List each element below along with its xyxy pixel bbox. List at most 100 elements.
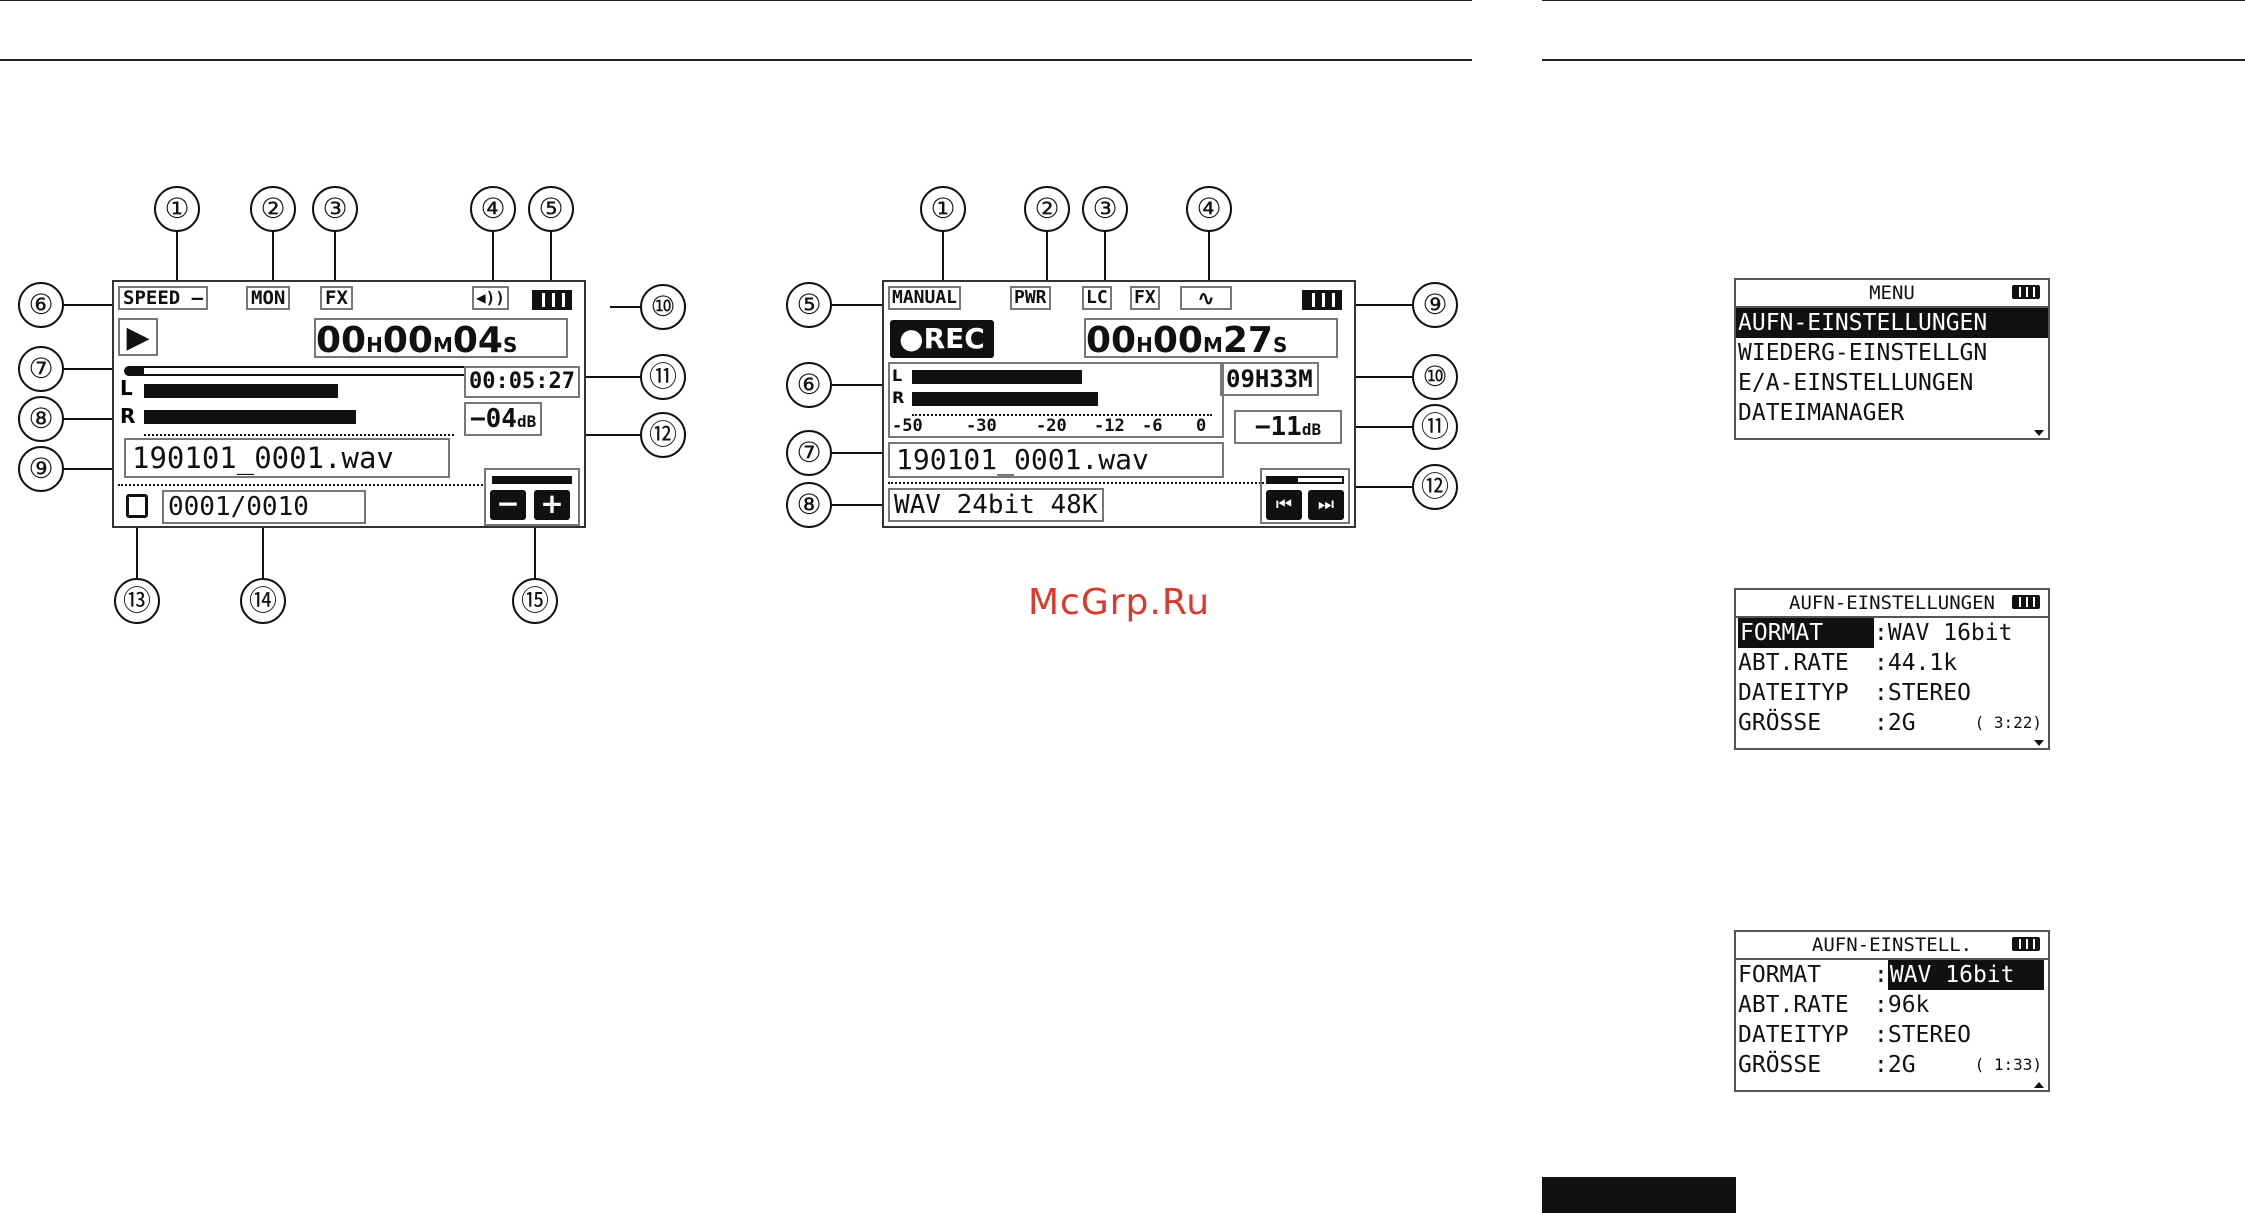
rec-settings-edit-screen: AUFN-EINSTELL. FORMAT:WAV 16bit ABT.RATE… (1734, 930, 2050, 1092)
leader-line (1356, 376, 1412, 378)
leader-line (832, 504, 894, 506)
setting-value-selected: WAV 16bit (1887, 960, 2044, 990)
setting-value: :44.1k (1874, 650, 1958, 676)
time-hours: 00 (1086, 320, 1137, 361)
callout-7: ⑦ (786, 430, 832, 476)
menu-item-wiederg-einstellgn[interactable]: WIEDERG-EINSTELLGN (1738, 340, 1988, 366)
leader-line (492, 232, 494, 282)
setting-label: FORMAT (1738, 618, 1874, 648)
leader-line (534, 526, 536, 578)
callout-1: ① (920, 186, 966, 232)
position-fill (1268, 478, 1298, 482)
callout-3: ③ (312, 186, 358, 232)
callout-3: ③ (1082, 186, 1128, 232)
unit-s: S (502, 333, 518, 357)
speed-indicator: SPEED — (118, 286, 209, 310)
peak-level-number: −04 (470, 404, 517, 434)
setting-value: :STEREO (1874, 1022, 1971, 1048)
setting-row-sample-rate[interactable]: ABT.RATE:96k (1736, 990, 2048, 1020)
setting-label: GRÖSSE (1738, 1052, 1822, 1078)
leader-line (1046, 232, 1048, 282)
battery-icon (532, 290, 572, 310)
setting-row-size[interactable]: GRÖSSE :2G ( 3:22) (1736, 708, 2048, 738)
channel-label-r: R (120, 404, 136, 428)
channel-label-r: R (892, 388, 905, 407)
battery-icon (2012, 937, 2040, 951)
leader-line (586, 434, 640, 436)
channel-label-l: L (892, 366, 903, 385)
callout-7: ⑦ (18, 346, 64, 392)
setting-label: DATEITYP (1738, 1022, 1849, 1048)
setting-row-format[interactable]: FORMAT:WAV 16bit (1736, 960, 2048, 990)
callout-10: ⑩ (640, 284, 686, 330)
header-rule-left (0, 59, 1472, 61)
file-name: 190101_0001.wav (124, 438, 450, 478)
callout-12: ⑫ (1412, 464, 1458, 510)
callout-14: ⑭ (240, 578, 286, 624)
callout-2: ② (1024, 186, 1070, 232)
speaker-icon: ◀)) (472, 286, 509, 310)
elapsed-time: 00H00M27S (1084, 318, 1338, 361)
transport-block: ⏮ ⏭ (1260, 468, 1350, 524)
scale-label: 0 (1196, 416, 1207, 436)
total-time: 00:05:27 (464, 366, 580, 398)
rec-indicator: ●REC (890, 320, 994, 358)
menu-item-dateimanager[interactable]: DATEIMANAGER (1738, 400, 1905, 426)
setting-label: FORMAT (1738, 962, 1822, 988)
position-bar (1266, 476, 1344, 484)
setting-value: :2G (1874, 710, 1916, 736)
callout-6: ⑥ (18, 282, 64, 328)
scale-label: -12 (1094, 416, 1125, 436)
setting-value: :STEREO (1874, 680, 1971, 706)
leader-line (1356, 486, 1412, 488)
menu-title-text: AUFN-EINSTELLUNGEN (1789, 592, 1995, 614)
setting-row-size[interactable]: GRÖSSE:2G( 1:33) (1736, 1050, 2048, 1080)
header-rule-right (1542, 59, 2245, 61)
volume-bar (492, 476, 572, 484)
top-rule-left (0, 0, 1472, 1)
leader-line (1356, 426, 1412, 428)
menu-screen: MENU AUFN-EINSTELLUNGEN WIEDERG-EINSTELL… (1734, 278, 2050, 440)
setting-label: ABT.RATE (1738, 650, 1849, 676)
leader-line (64, 368, 120, 370)
peak-level-value: −04dB (464, 402, 543, 436)
volume-control: − + (484, 468, 580, 526)
callout-13: ⑬ (114, 578, 160, 624)
callout-11: ⑪ (640, 354, 686, 400)
callout-8: ⑧ (786, 482, 832, 528)
recording-lcd: MANUAL PWR LC FX ∿ ●REC 00H00M27S L R -5… (882, 280, 1356, 528)
level-meter-l (912, 370, 1082, 384)
manual-indicator: MANUAL (888, 286, 962, 310)
fx-indicator: FX (1130, 286, 1160, 310)
leader-line (832, 452, 894, 454)
setting-extra: ( 3:22) (1974, 713, 2042, 732)
leader-line (176, 232, 178, 282)
level-meter-r (912, 392, 1098, 406)
setting-row-file-type[interactable]: DATEITYP:STEREO (1736, 678, 2048, 708)
menu-item-ea-einstellungen[interactable]: E/A-EINSTELLUNGEN (1738, 370, 1974, 396)
meter-scale-dots (144, 428, 454, 436)
divider-dotted (118, 484, 486, 486)
leader-line (550, 232, 552, 282)
callout-9: ⑨ (18, 446, 64, 492)
setting-row-format[interactable]: FORMAT:WAV 16bit (1736, 618, 2048, 648)
setting-label: GRÖSSE (1738, 710, 1822, 736)
callout-4: ④ (1186, 186, 1232, 232)
menu-title: MENU (1736, 280, 2048, 308)
leader-line (64, 418, 120, 420)
battery-icon (1302, 290, 1342, 310)
lowcut-indicator: LC (1082, 286, 1112, 310)
scale-label: -6 (1142, 416, 1163, 436)
leader-line (334, 232, 336, 282)
menu-item-aufn-einstellungen[interactable]: AUFN-EINSTELLUNGEN (1736, 308, 2048, 338)
setting-row-sample-rate[interactable]: ABT.RATE :44.1k (1736, 648, 2048, 678)
recording-format: WAV 24bit 48K (888, 488, 1104, 522)
meter-scale-dots (912, 408, 1212, 416)
leader-line (1354, 304, 1412, 306)
callout-11: ⑪ (1412, 404, 1458, 450)
time-hours: 00 (316, 320, 367, 361)
leader-line (1104, 232, 1106, 282)
section-tab-bar (1542, 1177, 1736, 1213)
play-icon: ▶ (118, 318, 158, 356)
setting-row-file-type[interactable]: DATEITYP :STEREO (1736, 1020, 2048, 1050)
